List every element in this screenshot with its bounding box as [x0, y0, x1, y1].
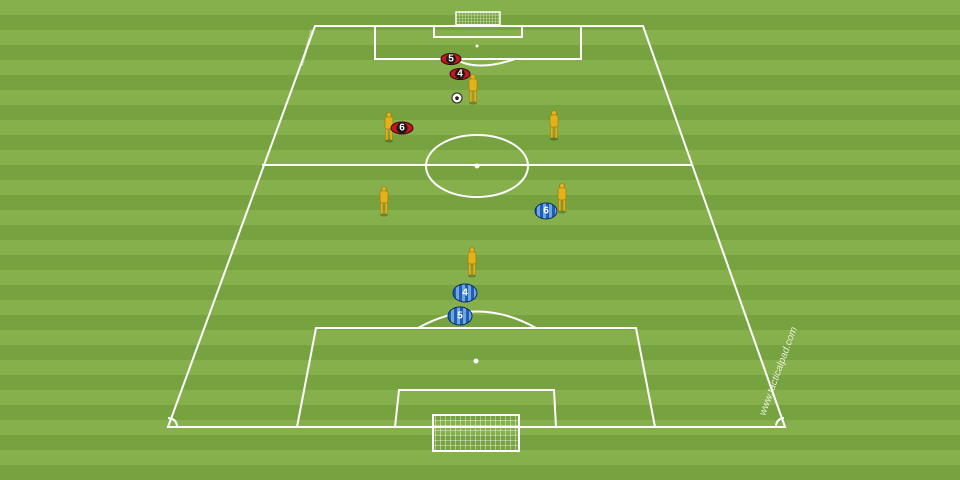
grass-stripe [0, 90, 960, 105]
cone-icon[interactable] [549, 110, 559, 141]
blue-player-6-number: 6 [543, 206, 549, 217]
grass-stripe [0, 165, 960, 180]
center-spot [474, 163, 480, 169]
corner-arc-bl [167, 417, 178, 428]
bottom-goal-area [393, 389, 558, 428]
grass-stripe [0, 450, 960, 465]
center-circle [425, 134, 529, 198]
cone-icon[interactable] [467, 247, 477, 278]
red-player-6-number: 6 [399, 123, 405, 134]
training-cones [379, 74, 567, 278]
grass-stripe [0, 45, 960, 60]
cone-icon[interactable] [379, 186, 389, 217]
grass-stripe [0, 120, 960, 135]
corner-arc-br [775, 417, 785, 428]
red-player-4-number: 4 [457, 69, 463, 80]
red-player-5[interactable]: 5 [440, 53, 462, 65]
grass-stripe [0, 195, 960, 210]
grass-stripe [0, 210, 960, 225]
grass-stripe [0, 135, 960, 150]
grass-stripe [0, 390, 960, 405]
grass-stripe [0, 285, 960, 300]
bottom-penalty-arc [417, 310, 537, 329]
grass-stripe [0, 300, 960, 315]
red-player-6[interactable]: 6 [390, 121, 414, 135]
top-penalty-spot [475, 44, 479, 48]
blue-player-6[interactable]: 6 [534, 202, 558, 220]
soccer-ball-icon[interactable] [451, 92, 463, 104]
bottom-goal-net-icon [432, 414, 520, 452]
grass-stripe [0, 180, 960, 195]
grass-stripe [0, 105, 960, 120]
cone-icon[interactable] [468, 74, 478, 105]
grass-stripe [0, 330, 960, 345]
blue-player-4[interactable]: 4 [452, 283, 478, 303]
grass-stripe [0, 465, 960, 480]
grass-stripe [0, 240, 960, 255]
grass-stripe [0, 255, 960, 270]
grass-stripe [0, 345, 960, 360]
grass-stripe [0, 60, 960, 75]
grass-stripe [0, 150, 960, 165]
grass-stripe [0, 405, 960, 420]
red-player-4[interactable]: 4 [449, 68, 471, 80]
grass-stripe [0, 0, 960, 15]
grass-stripe [0, 270, 960, 285]
top-goal-area [433, 25, 523, 38]
bottom-penalty-box [295, 327, 657, 428]
grass-stripe [0, 75, 960, 90]
top-goal-net-icon [455, 11, 501, 26]
cone-icon[interactable] [557, 183, 567, 214]
bottom-penalty-spot [473, 358, 479, 364]
blue-player-4-number: 4 [462, 288, 468, 299]
grass-stripe [0, 360, 960, 375]
grass-stripe [0, 315, 960, 330]
grass-stripe [0, 375, 960, 390]
grass-stripe [0, 225, 960, 240]
blue-player-5[interactable]: 5 [447, 306, 473, 326]
red-player-5-number: 5 [448, 54, 454, 65]
blue-player-5-number: 5 [457, 311, 463, 322]
